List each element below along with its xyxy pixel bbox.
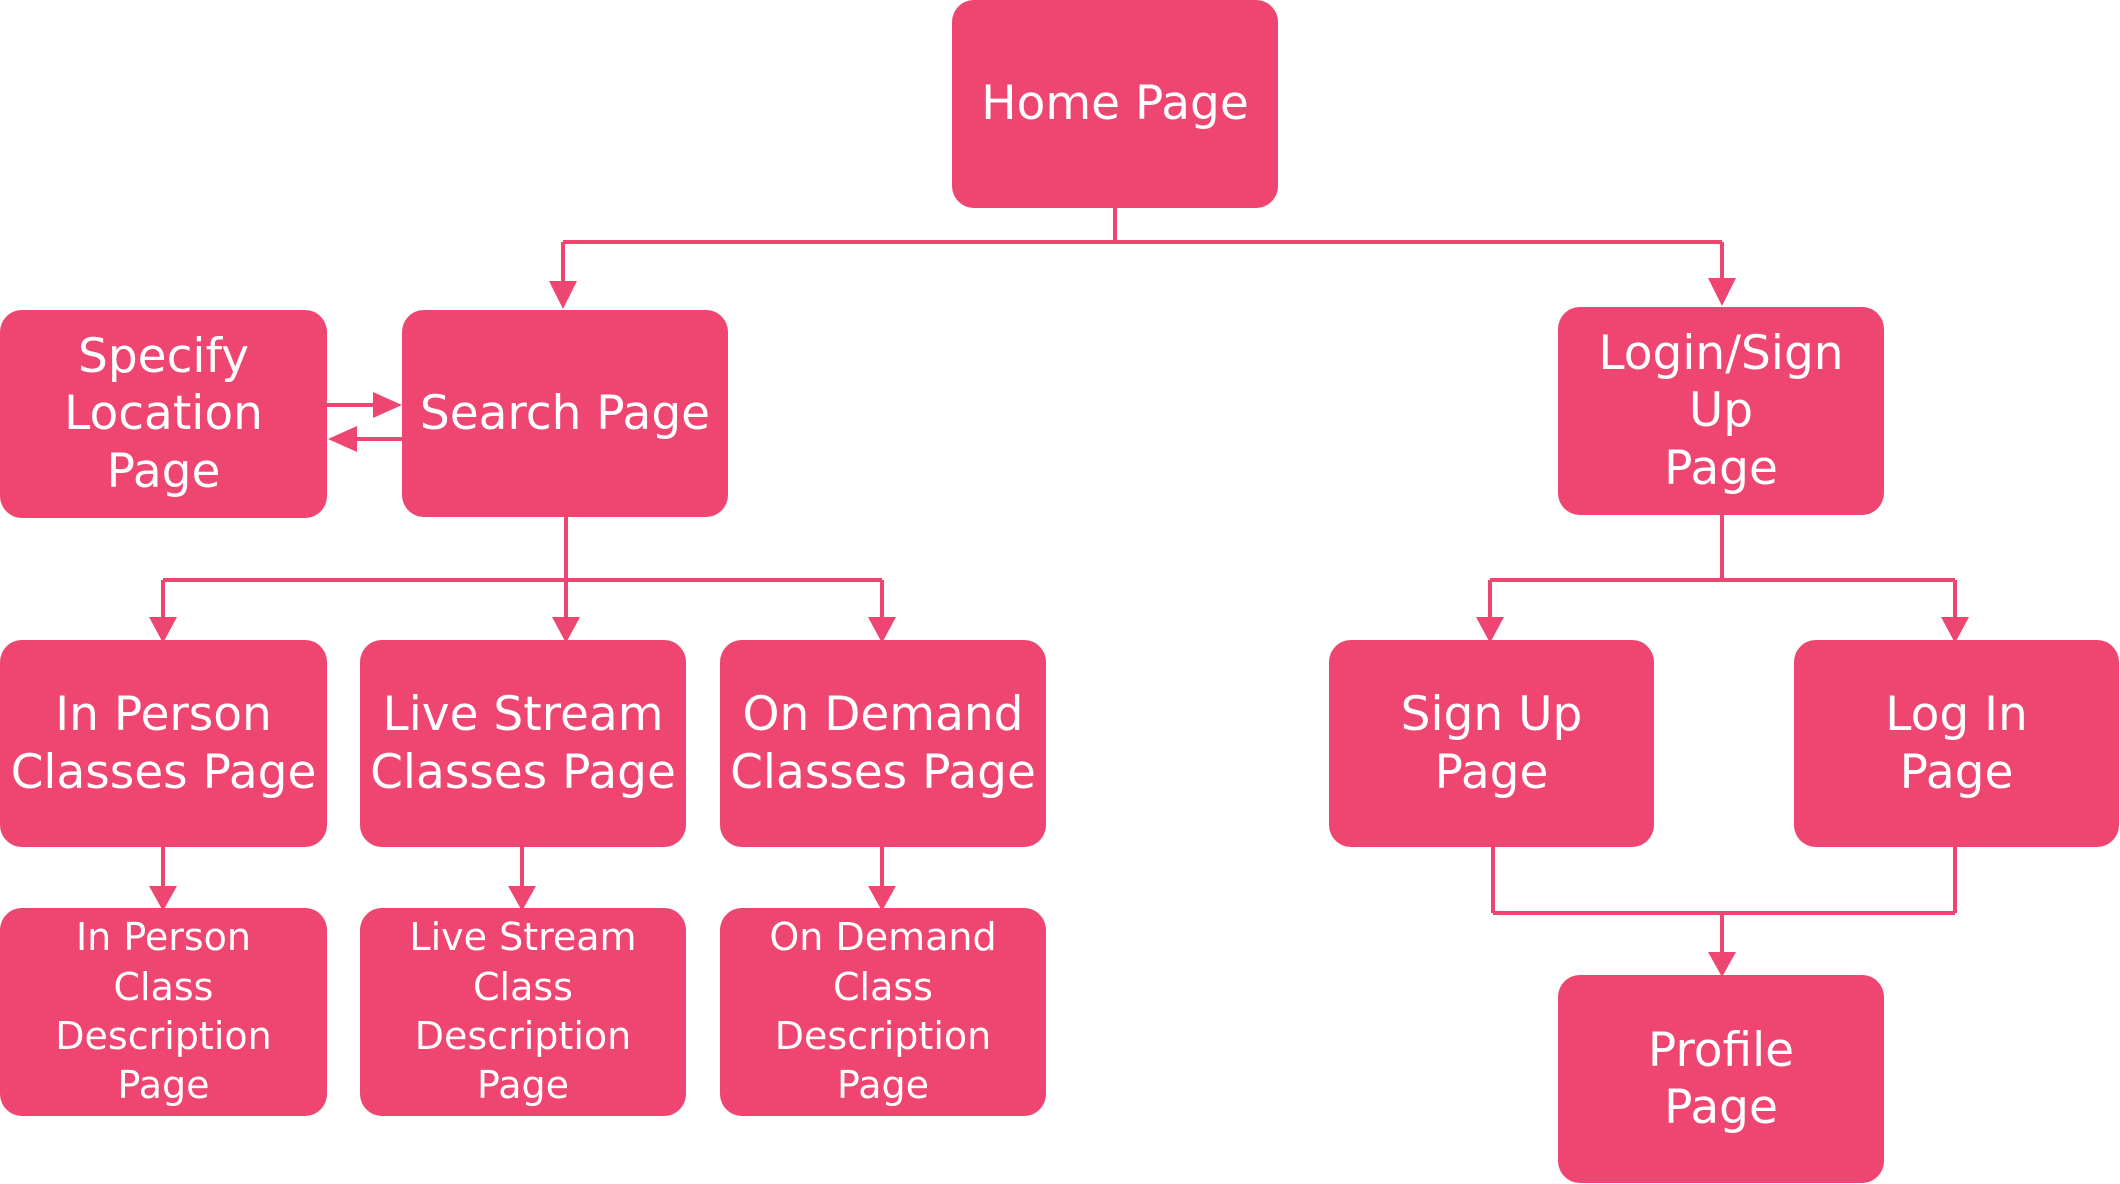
live-stream-class-description-page-node: Live Stream Class Description Page <box>360 908 686 1116</box>
specify-location-page-node: Specify Location Page <box>0 310 327 518</box>
in-person-classes-page-node: In Person Classes Page <box>0 640 327 847</box>
login-signup-page-node: Login/Sign Up Page <box>1558 307 1884 515</box>
live-stream-classes-page-label: Live Stream Classes Page <box>370 687 676 800</box>
on-demand-class-description-page-node: On Demand Class Description Page <box>720 908 1046 1116</box>
arrowhead-specify-location <box>328 426 357 452</box>
arrowhead-live-stream-classes <box>552 617 580 643</box>
login-signup-page-label: Login/Sign Up Page <box>1598 326 1844 496</box>
on-demand-classes-page-node: On Demand Classes Page <box>720 640 1046 847</box>
log-in-page-label: Log In Page <box>1885 687 2028 800</box>
arrowhead-search <box>549 281 577 309</box>
arrowhead-profile <box>1708 952 1736 977</box>
arrowhead-search-from-location <box>373 392 402 418</box>
arrowhead-on-demand-description <box>868 886 896 911</box>
sign-up-page-label: Sign Up Page <box>1400 687 1583 800</box>
arrowhead-sign-up <box>1476 617 1504 643</box>
in-person-classes-page-label: In Person Classes Page <box>10 687 317 800</box>
profile-page-label: Profile Page <box>1647 1022 1795 1135</box>
in-person-class-description-page-node: In Person Class Description Page <box>0 908 327 1116</box>
arrowhead-in-person-classes <box>149 617 177 643</box>
sign-up-page-node: Sign Up Page <box>1329 640 1654 847</box>
live-stream-class-description-page-label: Live Stream Class Description Page <box>409 915 637 1108</box>
specify-location-page-label: Specify Location Page <box>64 329 263 499</box>
profile-page-node: Profile Page <box>1558 975 1884 1183</box>
arrowhead-in-person-description <box>149 886 177 911</box>
arrowhead-login-signup <box>1708 278 1736 306</box>
arrowhead-live-stream-description <box>508 886 536 911</box>
search-page-label: Search Page <box>419 385 711 441</box>
home-page-node: Home Page <box>952 0 1278 208</box>
in-person-class-description-page-label: In Person Class Description Page <box>55 915 272 1108</box>
on-demand-classes-page-label: On Demand Classes Page <box>730 687 1036 800</box>
arrowhead-on-demand-classes <box>868 617 896 643</box>
live-stream-classes-page-node: Live Stream Classes Page <box>360 640 686 847</box>
on-demand-class-description-page-label: On Demand Class Description Page <box>769 915 997 1108</box>
search-page-node: Search Page <box>402 310 728 517</box>
home-page-label: Home Page <box>981 76 1249 132</box>
arrowhead-log-in <box>1941 617 1969 643</box>
log-in-page-node: Log In Page <box>1794 640 2119 847</box>
